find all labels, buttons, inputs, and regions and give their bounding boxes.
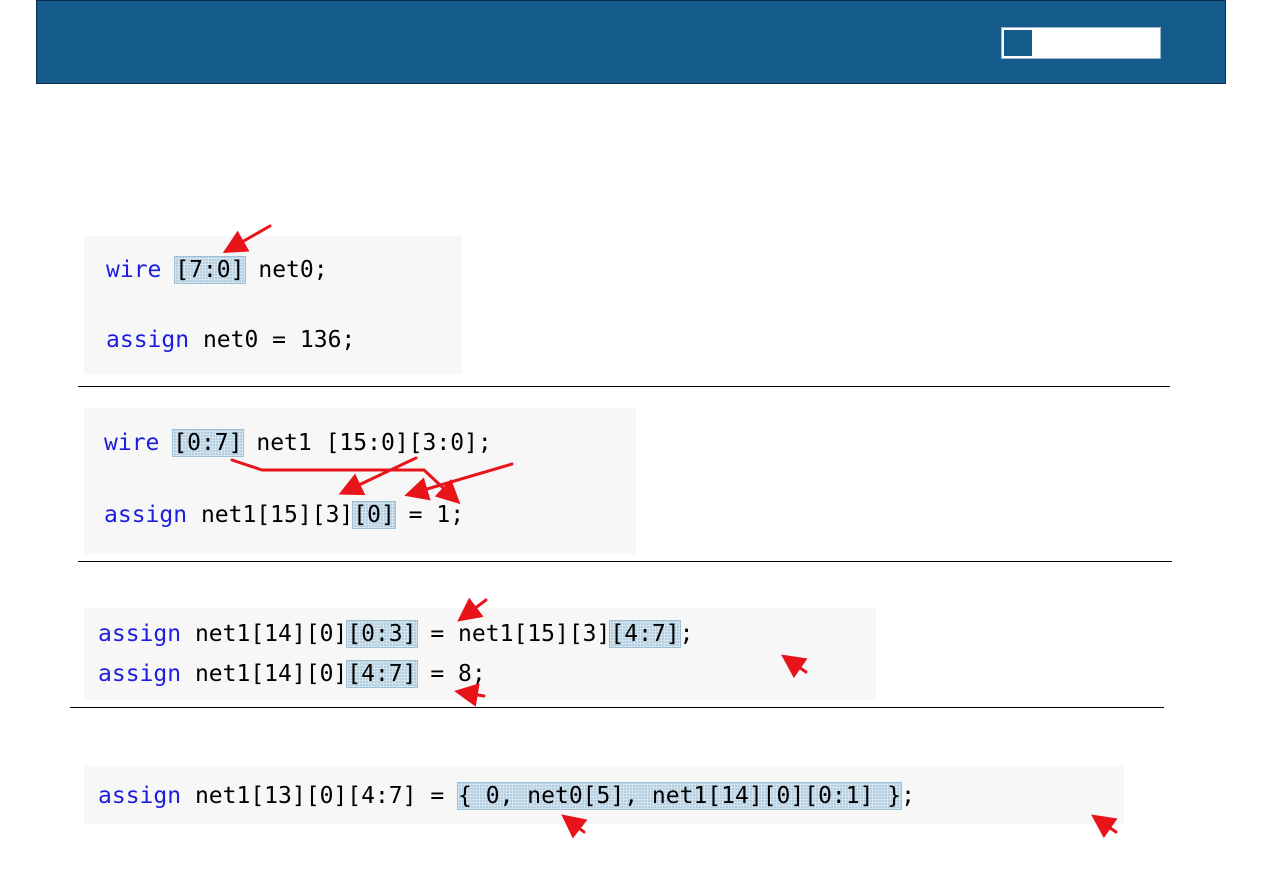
code-block-3: assign net1[14][0][0:3] = net1[15][3][4:… [84, 608, 876, 700]
select-highlight: [4:7] [609, 620, 681, 648]
code-text: = net1[15][3] [416, 621, 611, 647]
range-highlight: [0:7] [172, 429, 244, 457]
code-line: wire [7:0] net0; [106, 256, 328, 284]
keyword: assign [104, 502, 188, 528]
keyword: wire [104, 430, 160, 456]
code-text: net1[14][0] [181, 661, 348, 687]
concat-highlight: { 0, net0[5], net1[14][0][0:1] } [457, 782, 903, 810]
select-highlight: [0] [352, 501, 396, 529]
code-text: net1[13][0][4:7] = [181, 783, 459, 809]
keyword: assign [106, 327, 190, 353]
select-highlight: [0:3] [346, 620, 418, 648]
code-text: = 8; [416, 661, 486, 687]
code-line: assign net1[14][0][4:7] = 8; [98, 660, 486, 688]
code-text: net1 [15:0][3:0]; [242, 430, 492, 456]
code-text: net1[15][3] [187, 502, 354, 528]
slide-header-bar [36, 0, 1226, 84]
code-line: assign net1[15][3][0] = 1; [104, 501, 464, 529]
code-line: assign net1[13][0][4:7] = { 0, net0[5], … [98, 782, 915, 810]
code-block-2: wire [0:7] net1 [15:0][3:0]; assign net1… [84, 408, 636, 554]
keyword: wire [106, 257, 162, 283]
code-text: net1[14][0] [181, 621, 348, 647]
code-line: assign net0 = 136; [106, 326, 355, 354]
range-highlight: [7:0] [174, 256, 246, 284]
keyword: assign [98, 621, 182, 647]
select-highlight: [4:7] [346, 660, 418, 688]
code-block-1: wire [7:0] net0; assign net0 = 136; [84, 236, 462, 374]
code-text: = 1; [394, 502, 465, 528]
keyword: assign [98, 661, 182, 687]
logo-mark-icon [1004, 30, 1032, 56]
code-line: wire [0:7] net1 [15:0][3:0]; [104, 429, 492, 457]
code-text: net0 = 136; [189, 327, 356, 353]
code-block-4: assign net1[13][0][4:7] = { 0, net0[5], … [84, 766, 1124, 824]
section-divider [78, 386, 1170, 387]
keyword: assign [98, 783, 182, 809]
section-divider [70, 707, 1164, 708]
logo-box [1001, 27, 1161, 59]
code-text: ; [679, 621, 694, 647]
code-line: assign net1[14][0][0:3] = net1[15][3][4:… [98, 620, 694, 648]
code-text: net0; [244, 257, 328, 283]
section-divider [78, 561, 1172, 562]
code-text: ; [901, 783, 916, 809]
